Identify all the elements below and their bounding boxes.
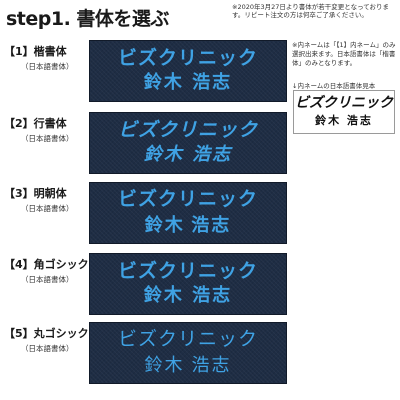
inner-name-sample: ビズクリニック 鈴木 浩志: [293, 90, 395, 134]
plate-company-text: ビズクリニック: [117, 47, 258, 69]
name-plate-preview-mincho[interactable]: ビズクリニック 鈴木 浩志: [89, 182, 287, 244]
inner-name-note: ※内ネームは「【1】内ネーム」のみ選択出来ます。日本語書体は「楷書体」のみとなり…: [292, 41, 396, 67]
font-option-label: 【5】丸ゴシック: [4, 327, 89, 340]
sample-person-text: 鈴木 浩志: [315, 114, 373, 127]
font-option-label: 【1】楷書体: [4, 45, 67, 58]
name-plate-preview-gyosho[interactable]: ビズクリニック 鈴木 浩志: [89, 112, 287, 174]
plate-person-text: 鈴木 浩志: [144, 355, 232, 375]
font-option-sublabel: （日本語書体）: [21, 275, 74, 284]
plate-company-text: ビズクリニック: [117, 119, 258, 141]
sample-caption: ↓内ネームの日本語書体見本: [292, 82, 376, 90]
plate-person-text: 鈴木 浩志: [143, 72, 233, 93]
plate-person-text: 鈴木 浩志: [144, 215, 232, 235]
font-option-label: 【4】角ゴシック: [4, 258, 89, 271]
font-option-maru-gothic[interactable]: 【5】丸ゴシック （日本語書体）: [4, 325, 89, 354]
font-option-mincho[interactable]: 【3】明朝体 （日本語書体）: [4, 185, 88, 214]
font-option-sublabel: （日本語書体）: [21, 204, 74, 213]
plate-company-text: ビズクリニック: [117, 260, 258, 282]
sample-company-text: ビズクリニック: [295, 95, 393, 111]
name-plate-preview-kaku-gothic[interactable]: ビズクリニック 鈴木 浩志: [89, 253, 287, 315]
name-plate-preview-maru-gothic[interactable]: ビズクリニック 鈴木 浩志: [89, 322, 287, 384]
font-option-sublabel: （日本語書体）: [21, 62, 74, 71]
font-option-sublabel: （日本語書体）: [21, 134, 74, 143]
name-plate-preview-kaisho[interactable]: ビズクリニック 鈴木 浩志: [89, 40, 287, 102]
notice-text: ※2020年3月27日より書体が若干変更となっております。リピート注文の方は何卒…: [232, 3, 390, 19]
font-option-gyosho[interactable]: 【2】行書体 （日本語書体）: [4, 115, 88, 144]
font-option-label: 【2】行書体: [4, 117, 67, 130]
plate-company-text: ビズクリニック: [117, 189, 258, 210]
page-title: step1. 書体を選ぶ: [6, 8, 169, 30]
font-option-kaisho[interactable]: 【1】楷書体 （日本語書体）: [4, 43, 88, 72]
plate-company-text: ビズクリニック: [117, 329, 258, 350]
font-option-label: 【3】明朝体: [4, 187, 67, 200]
font-option-sublabel: （日本語書体）: [21, 344, 74, 353]
plate-person-text: 鈴木 浩志: [143, 144, 233, 165]
plate-person-text: 鈴木 浩志: [143, 285, 233, 306]
font-option-kaku-gothic[interactable]: 【4】角ゴシック （日本語書体）: [4, 256, 89, 285]
